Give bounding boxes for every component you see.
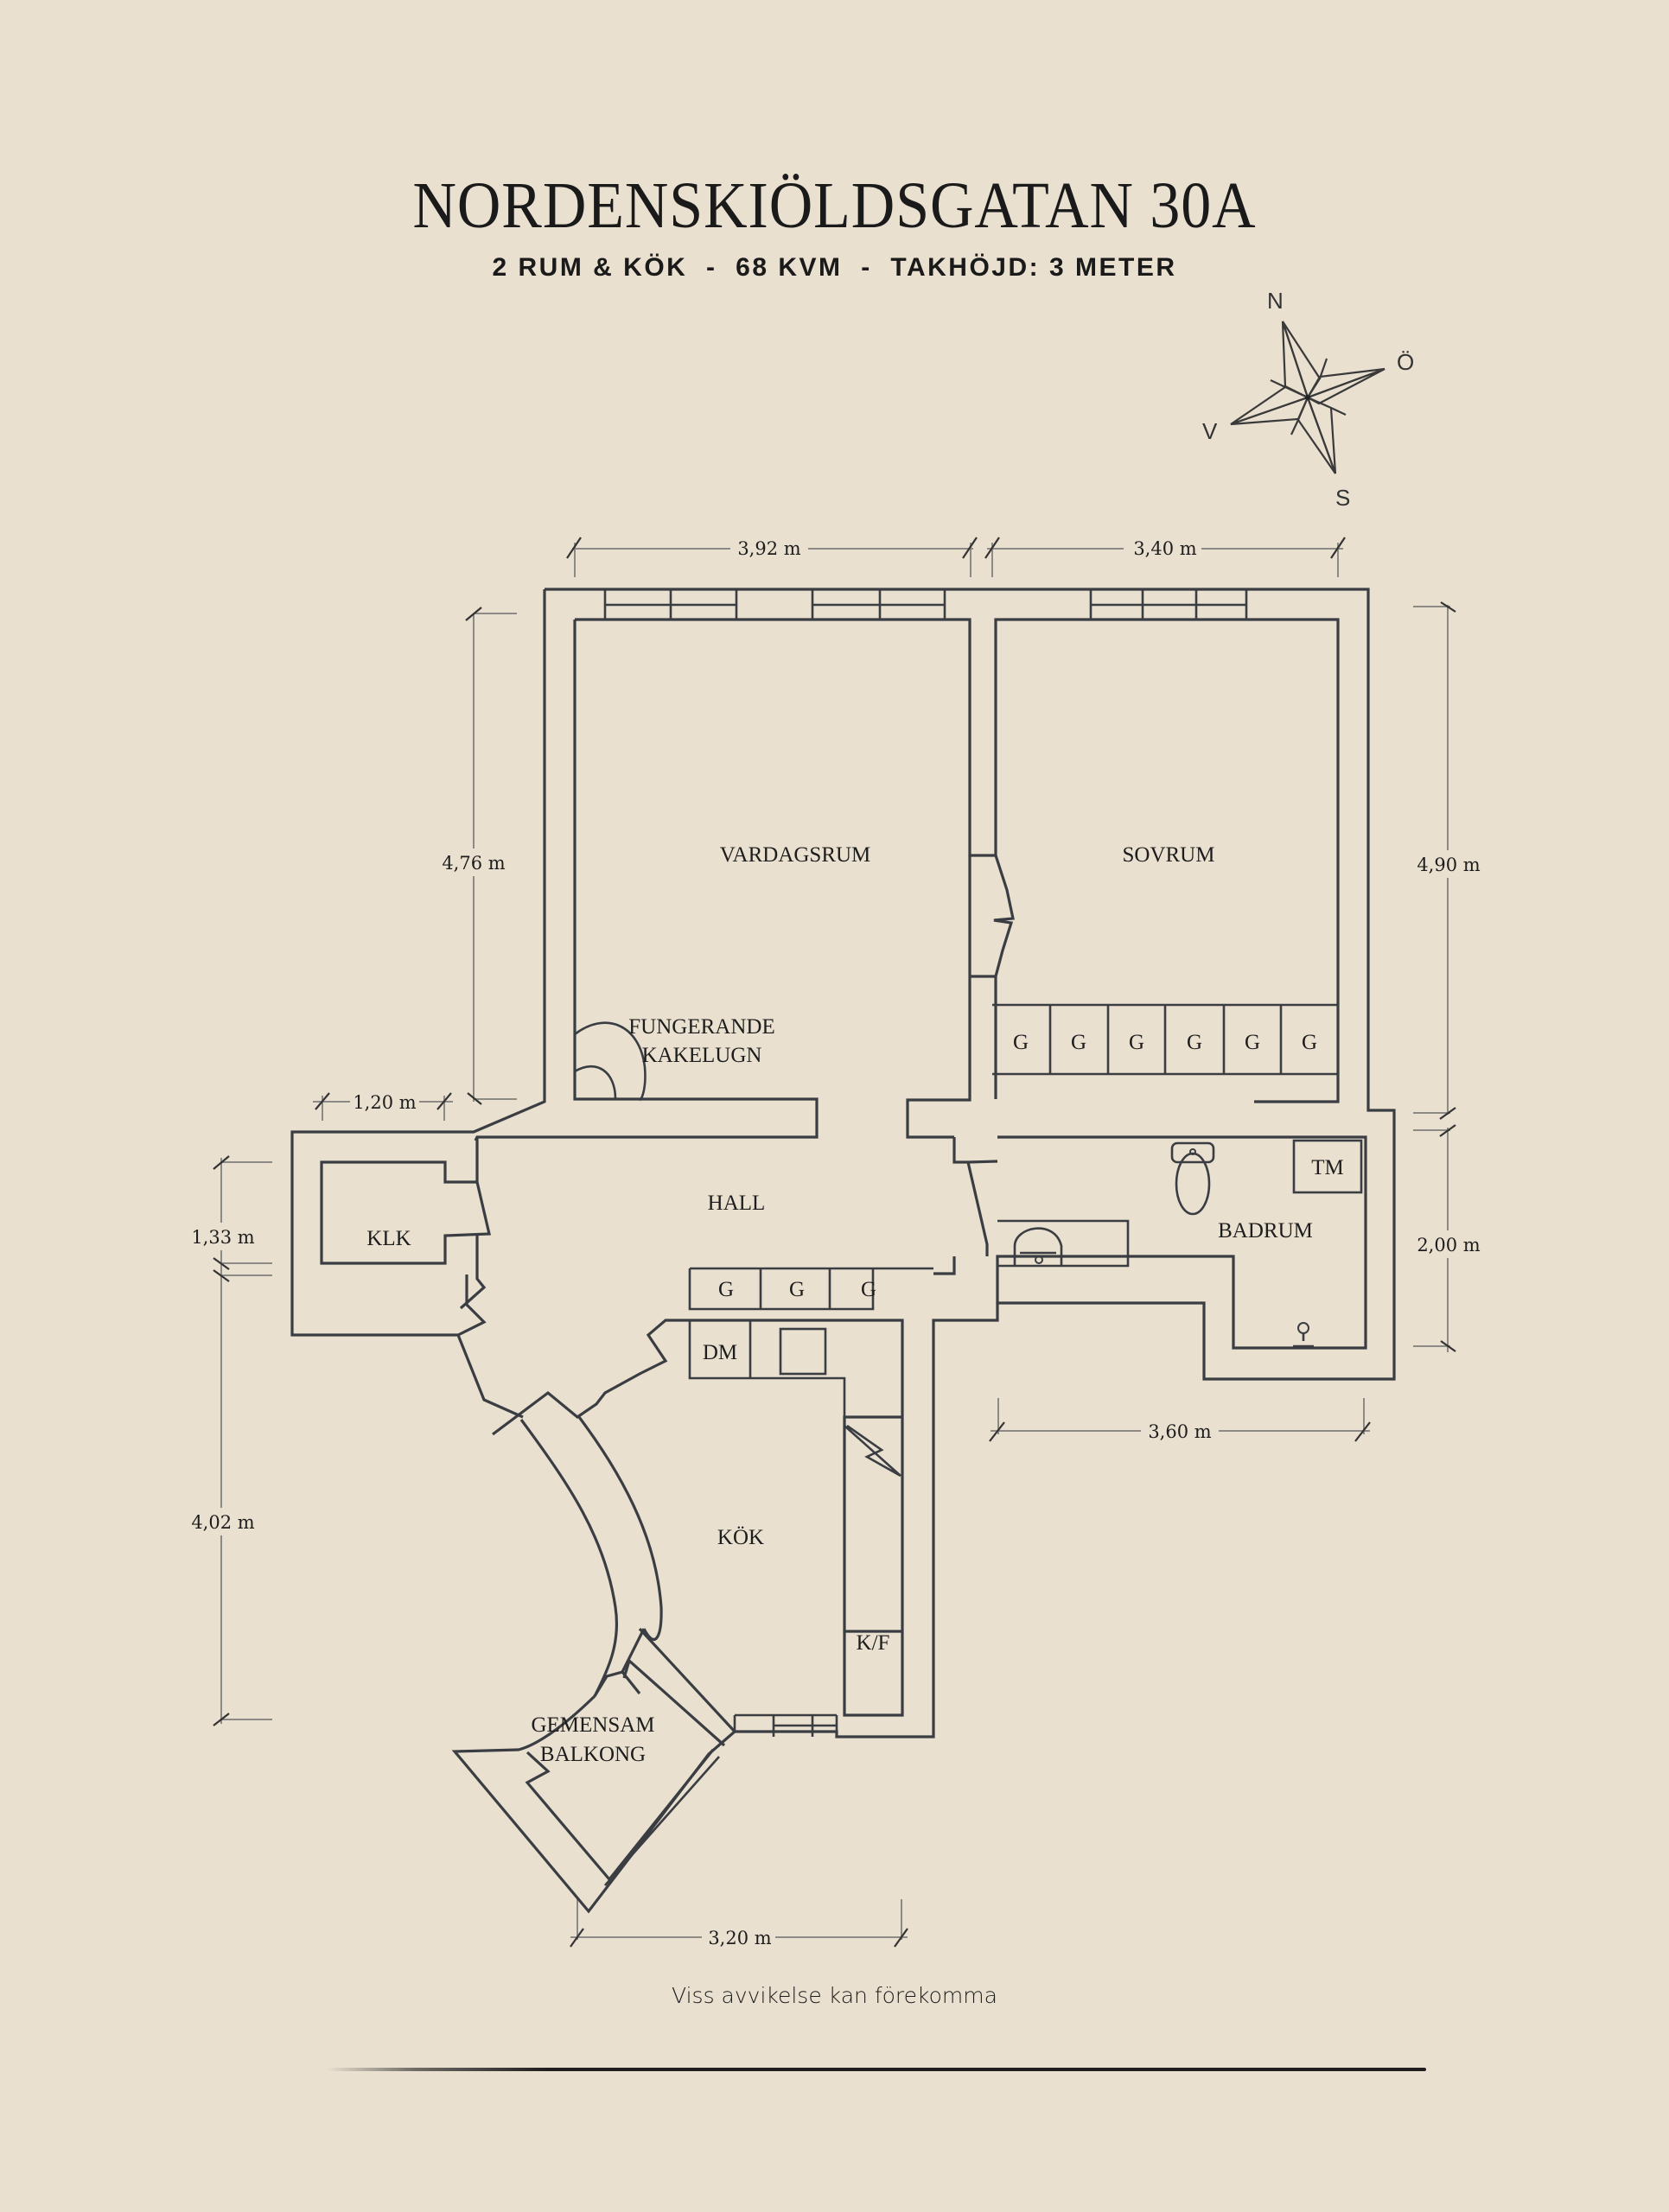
tiled-stove-icon	[574, 1021, 647, 1102]
toilet-icon	[1170, 1141, 1215, 1216]
dimension-sovrum-depth: 4,90 m	[1413, 601, 1483, 1120]
wardrobe-label: G	[1071, 1031, 1086, 1054]
room-label-sovrum: SOVRUM	[1123, 843, 1215, 867]
dimension-label: 4,90 m	[1417, 855, 1480, 875]
label-tm: TM	[1311, 1156, 1344, 1179]
wardrobe-label: G	[1187, 1031, 1202, 1054]
room-label-balkong-line1: GEMENSAM	[531, 1713, 654, 1737]
dimension-label: 2,00 m	[1417, 1235, 1480, 1255]
walls	[290, 588, 1396, 1914]
sovrum-wardrobes	[992, 1003, 1338, 1076]
dimension-label: 4,02 m	[191, 1512, 254, 1533]
compass-east-label: Ö	[1397, 349, 1414, 375]
room-label-vardagsrum: VARDAGSRUM	[720, 843, 871, 867]
label-kakelugn-line2: KAKELUGN	[642, 1044, 762, 1067]
washing-machine-box	[1292, 1139, 1363, 1194]
compass-south-label: S	[1335, 485, 1350, 511]
dimension-badrum-width: 3,60 m	[989, 1398, 1371, 1443]
wardrobe-label: G	[789, 1278, 805, 1301]
dimension-kok-depth: 4,02 m	[188, 1269, 272, 1726]
dimension-label: 1,33 m	[191, 1227, 254, 1248]
wardrobe-label: G	[1129, 1031, 1144, 1054]
label-kakelugn-line1: FUNGERANDE	[628, 1015, 774, 1039]
room-label-kok: KÖK	[717, 1526, 764, 1549]
label-kf: K/F	[857, 1631, 890, 1655]
room-label-klk: KLK	[366, 1227, 411, 1250]
room-label-balkong-line2: BALKONG	[540, 1743, 646, 1766]
footer-divider	[327, 2068, 1426, 2071]
wardrobe-label: G	[861, 1278, 876, 1301]
disclaimer: Viss avvikelse kan förekomma	[672, 1983, 997, 2008]
wardrobe-label: G	[1245, 1031, 1260, 1054]
dimension-klk-depth: 1,33 m	[188, 1155, 272, 1274]
compass-north-label: N	[1267, 288, 1284, 314]
compass-rose-icon: N Ö S V	[1202, 288, 1414, 511]
sink-icon	[997, 1219, 1130, 1268]
stove-icon	[844, 1424, 901, 1478]
wardrobe-label: G	[718, 1278, 734, 1301]
dimension-sovrum-width: 3,40 m	[984, 536, 1346, 577]
room-label-badrum: BADRUM	[1218, 1219, 1313, 1243]
dimension-kok-width: 3,20 m	[570, 1899, 908, 1949]
wardrobe-label: G	[1013, 1031, 1029, 1054]
room-label-hall: HALL	[708, 1192, 766, 1215]
label-dm: DM	[703, 1341, 737, 1364]
dimension-label: 3,40 m	[1133, 538, 1196, 559]
dimension-vardagsrum-width: 3,92 m	[566, 536, 978, 577]
page-subtitle: 2 RUM & KÖK - 68 KVM - TAKHÖJD: 3 METER	[492, 253, 1177, 282]
wardrobe-label: G	[1302, 1031, 1317, 1054]
dimension-label: 3,60 m	[1148, 1421, 1211, 1442]
page-title: NORDENSKIÖLDSGATAN 30A	[412, 169, 1257, 242]
dimension-vardagsrum-depth: 4,76 m	[439, 607, 517, 1105]
compass-west-label: V	[1202, 418, 1218, 444]
windows	[603, 589, 1248, 620]
dimension-label: 3,92 m	[737, 538, 800, 559]
dimension-label: 4,76 m	[442, 853, 505, 874]
dimension-label: 1,20 m	[353, 1092, 416, 1113]
dimension-badrum-depth: 2,00 m	[1413, 1124, 1483, 1352]
dimension-klk-width: 1,20 m	[313, 1089, 453, 1121]
shower-icon	[1293, 1322, 1314, 1348]
dimension-label: 3,20 m	[708, 1928, 771, 1948]
